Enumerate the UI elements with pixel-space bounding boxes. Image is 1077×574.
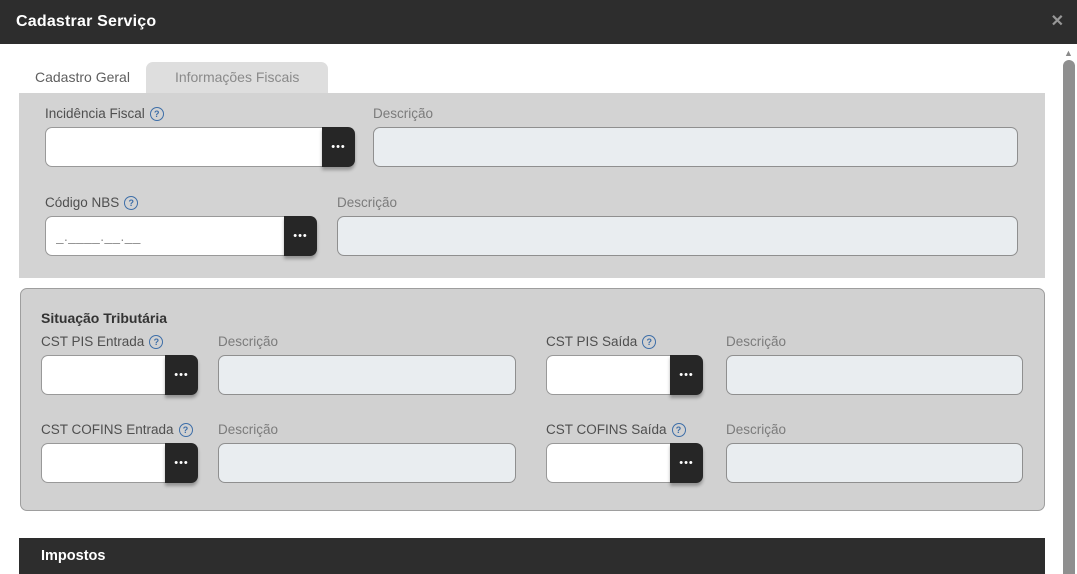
cst-pis-saida-descricao-label-text: Descrição bbox=[726, 334, 787, 349]
nbs-descricao-field: Descrição bbox=[337, 195, 1018, 256]
modal-header: Cadastrar Serviço ✕ bbox=[0, 0, 1077, 44]
cst-cofins-entrada-descricao-label-text: Descrição bbox=[218, 422, 279, 437]
cst-pis-saida-field: CST PIS Saída ? ••• bbox=[546, 334, 703, 395]
cst-cofins-entrada-field: CST COFINS Entrada ? ••• bbox=[41, 422, 198, 483]
cst-pis-saida-input[interactable] bbox=[546, 355, 670, 395]
cst-pis-saida-descricao-field: Descrição bbox=[726, 334, 1023, 395]
incidencia-fiscal-lookup-button[interactable]: ••• bbox=[322, 127, 355, 167]
cst-pis-entrada-descricao-input bbox=[218, 355, 516, 395]
ellipsis-icon: ••• bbox=[679, 457, 694, 469]
cst-pis-saida-input-group: ••• bbox=[546, 355, 703, 395]
impostos-title: Impostos bbox=[41, 548, 106, 564]
incidencia-descricao-label-text: Descrição bbox=[373, 106, 434, 121]
help-icon[interactable]: ? bbox=[671, 422, 686, 437]
incidencia-descricao-label: Descrição bbox=[373, 106, 1018, 121]
cst-pis-saida-descricao-input bbox=[726, 355, 1023, 395]
cst-cofins-saida-descricao-field: Descrição bbox=[726, 422, 1023, 483]
ellipsis-icon: ••• bbox=[331, 141, 346, 153]
fiscal-info-panel: Incidência Fiscal ? ••• Descrição Código… bbox=[19, 93, 1045, 278]
codigo-nbs-lookup-button[interactable]: ••• bbox=[284, 216, 317, 256]
codigo-nbs-input-group: ••• bbox=[45, 216, 317, 256]
cst-cofins-saida-descricao-label-text: Descrição bbox=[726, 422, 787, 437]
incidencia-fiscal-label: Incidência Fiscal ? bbox=[45, 106, 355, 121]
impostos-section-header[interactable]: Impostos bbox=[19, 538, 1045, 574]
cst-pis-entrada-input-group: ••• bbox=[41, 355, 198, 395]
ellipsis-icon: ••• bbox=[174, 369, 189, 381]
cst-pis-entrada-descricao-label: Descrição bbox=[218, 334, 516, 349]
cst-cofins-saida-field: CST COFINS Saída ? ••• bbox=[546, 422, 703, 483]
cst-cofins-saida-input-group: ••• bbox=[546, 443, 703, 483]
scroll-up-arrow-icon[interactable]: ▲ bbox=[1064, 48, 1073, 58]
cst-cofins-saida-label: CST COFINS Saída ? bbox=[546, 422, 703, 437]
scrollbar-thumb[interactable] bbox=[1063, 60, 1075, 574]
codigo-nbs-field: Código NBS ? ••• bbox=[45, 195, 317, 256]
cst-cofins-entrada-input[interactable] bbox=[41, 443, 165, 483]
cst-pis-entrada-descricao-field: Descrição bbox=[218, 334, 516, 395]
incidencia-descricao-input bbox=[373, 127, 1018, 167]
situacao-tributaria-title: Situação Tributária bbox=[41, 310, 168, 326]
nbs-descricao-label-text: Descrição bbox=[337, 195, 398, 210]
situacao-tributaria-section: Situação Tributária CST PIS Entrada ? ••… bbox=[20, 288, 1045, 511]
incidencia-fiscal-field: Incidência Fiscal ? ••• bbox=[45, 106, 355, 167]
scrollbar[interactable]: ▲ bbox=[1060, 44, 1077, 574]
help-icon[interactable]: ? bbox=[642, 334, 657, 349]
ellipsis-icon: ••• bbox=[293, 230, 308, 242]
close-icon[interactable]: ✕ bbox=[1050, 13, 1064, 30]
nbs-descricao-input bbox=[337, 216, 1018, 256]
help-icon[interactable]: ? bbox=[178, 422, 193, 437]
cst-cofins-entrada-descricao-label: Descrição bbox=[218, 422, 516, 437]
cst-pis-entrada-label: CST PIS Entrada ? bbox=[41, 334, 198, 349]
incidencia-fiscal-label-text: Incidência Fiscal bbox=[45, 106, 145, 121]
cst-pis-saida-label: CST PIS Saída ? bbox=[546, 334, 703, 349]
cst-pis-entrada-label-text: CST PIS Entrada bbox=[41, 334, 145, 349]
codigo-nbs-input[interactable] bbox=[45, 216, 284, 256]
ellipsis-icon: ••• bbox=[174, 457, 189, 469]
cst-pis-entrada-input[interactable] bbox=[41, 355, 165, 395]
ellipsis-icon: ••• bbox=[679, 369, 694, 381]
cst-cofins-entrada-label-text: CST COFINS Entrada bbox=[41, 422, 174, 437]
incidencia-descricao-field: Descrição bbox=[373, 106, 1018, 167]
modal-title: Cadastrar Serviço bbox=[16, 13, 157, 30]
cst-cofins-saida-input[interactable] bbox=[546, 443, 670, 483]
cst-pis-saida-label-text: CST PIS Saída bbox=[546, 334, 638, 349]
cst-pis-entrada-lookup-button[interactable]: ••• bbox=[165, 355, 198, 395]
cst-cofins-saida-lookup-button[interactable]: ••• bbox=[670, 443, 703, 483]
tab-cadastro-geral[interactable]: Cadastro Geral bbox=[35, 69, 130, 85]
nbs-descricao-label: Descrição bbox=[337, 195, 1018, 210]
cst-pis-saida-descricao-label: Descrição bbox=[726, 334, 1023, 349]
incidencia-fiscal-input[interactable] bbox=[45, 127, 322, 167]
codigo-nbs-label-text: Código NBS bbox=[45, 195, 120, 210]
cst-cofins-entrada-descricao-input bbox=[218, 443, 516, 483]
cst-cofins-entrada-lookup-button[interactable]: ••• bbox=[165, 443, 198, 483]
tab-bar: Cadastro Geral Informações Fiscais bbox=[35, 62, 329, 93]
cst-pis-saida-lookup-button[interactable]: ••• bbox=[670, 355, 703, 395]
cst-cofins-entrada-input-group: ••• bbox=[41, 443, 198, 483]
cst-cofins-entrada-descricao-field: Descrição bbox=[218, 422, 516, 483]
cst-pis-entrada-descricao-label-text: Descrição bbox=[218, 334, 279, 349]
incidencia-fiscal-input-group: ••• bbox=[45, 127, 355, 167]
tab-informacoes-fiscais[interactable]: Informações Fiscais bbox=[145, 62, 329, 93]
cst-cofins-saida-label-text: CST COFINS Saída bbox=[546, 422, 667, 437]
help-icon[interactable]: ? bbox=[149, 106, 164, 121]
help-icon[interactable]: ? bbox=[149, 334, 164, 349]
cst-cofins-saida-descricao-input bbox=[726, 443, 1023, 483]
cst-cofins-entrada-label: CST COFINS Entrada ? bbox=[41, 422, 198, 437]
cst-pis-entrada-field: CST PIS Entrada ? ••• bbox=[41, 334, 198, 395]
codigo-nbs-label: Código NBS ? bbox=[45, 195, 317, 210]
help-icon[interactable]: ? bbox=[124, 195, 139, 210]
cst-cofins-saida-descricao-label: Descrição bbox=[726, 422, 1023, 437]
